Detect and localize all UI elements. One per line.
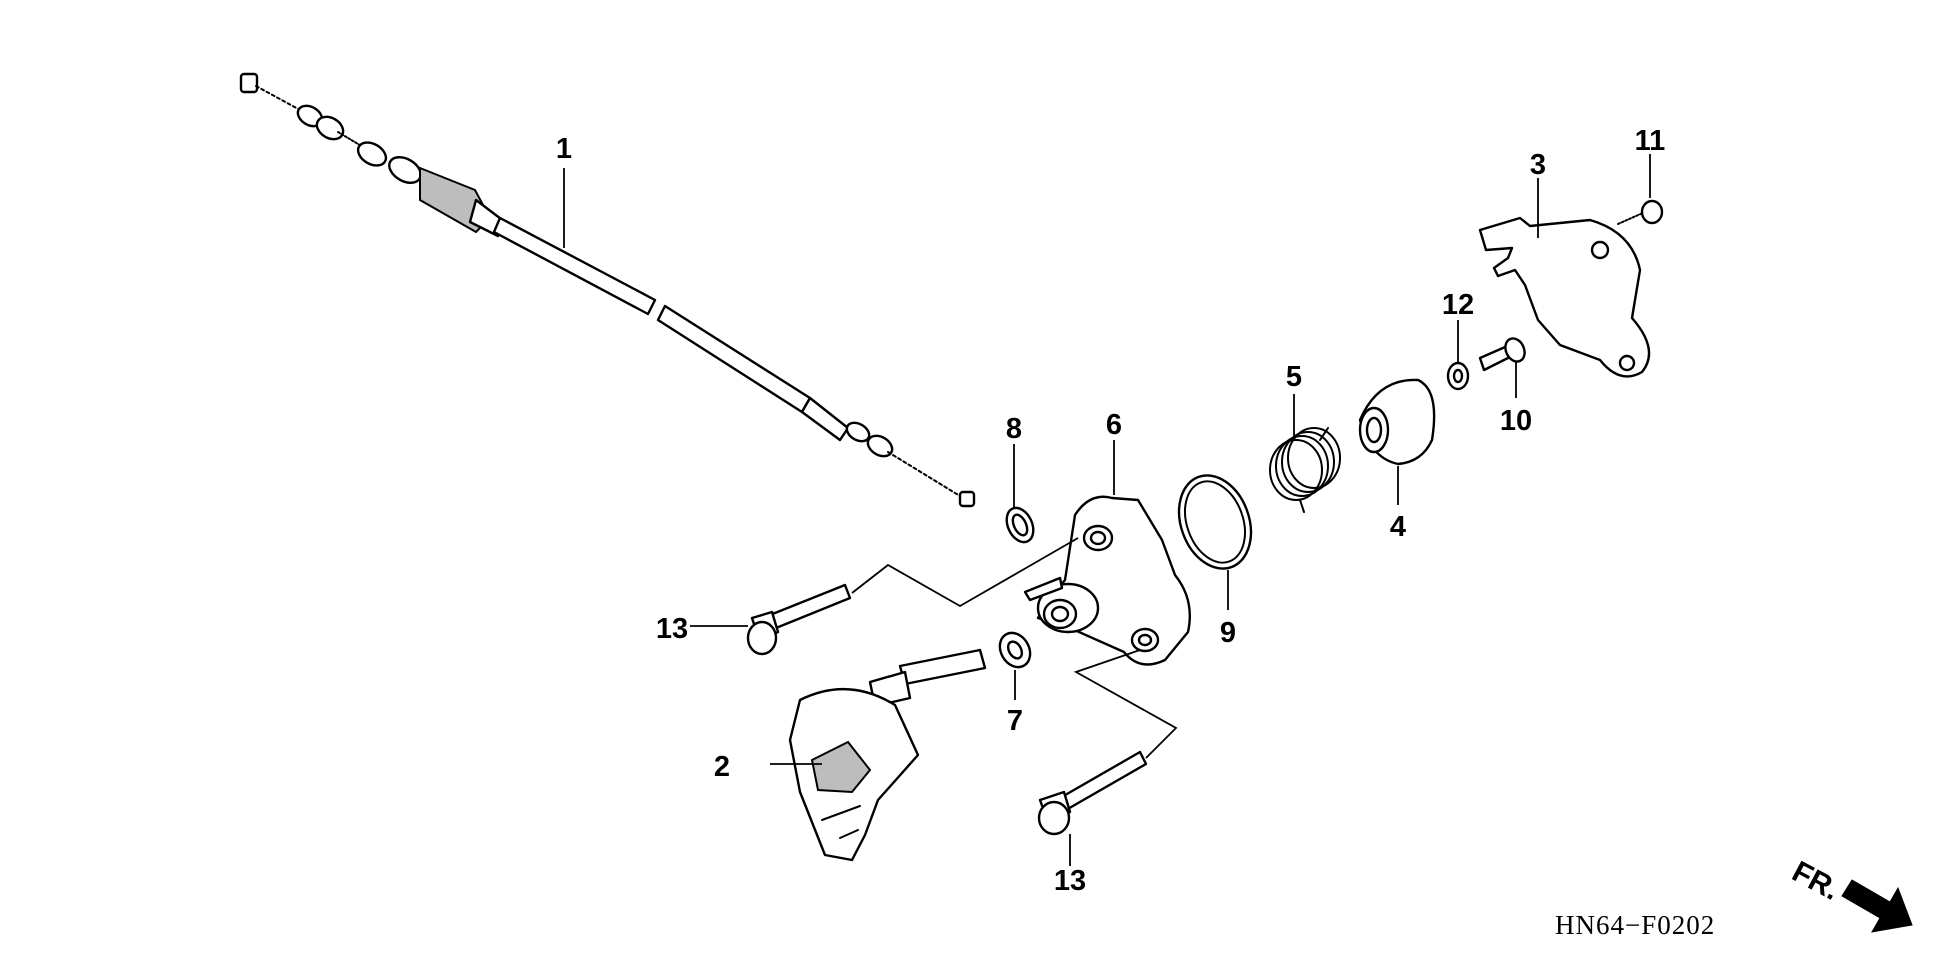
front-label: FR. — [1787, 855, 1845, 907]
washer-7 — [998, 631, 1032, 669]
callout-2: 2 — [714, 751, 730, 783]
callout-5: 5 — [1286, 361, 1302, 393]
collar — [1358, 378, 1436, 466]
callout-6: 6 — [1106, 409, 1122, 441]
leader-lines — [563, 154, 1651, 866]
o-ring — [1177, 474, 1253, 570]
callout-9: 9 — [1220, 617, 1236, 649]
front-arrow-icon — [1841, 879, 1913, 933]
washer-12 — [1446, 361, 1470, 391]
callout-13-upper: 13 — [656, 613, 688, 645]
lever-housing — [1023, 495, 1192, 666]
bracket-plate — [1478, 216, 1651, 378]
callout-8: 8 — [1006, 413, 1022, 445]
bolt-13-lower — [1037, 750, 1148, 836]
callout-4: 4 — [1390, 511, 1406, 543]
return-spring — [1269, 427, 1341, 513]
callout-12: 12 — [1442, 289, 1474, 321]
callout-3: 3 — [1530, 149, 1546, 181]
bolt-10 — [1478, 337, 1526, 372]
callout-11: 11 — [1635, 125, 1666, 157]
drawing-code: HN64−F0202 — [1555, 910, 1715, 940]
screw-11 — [1617, 199, 1664, 225]
callout-10: 10 — [1500, 405, 1532, 437]
callout-13-lower: 13 — [1054, 865, 1086, 897]
callout-7: 7 — [1007, 705, 1023, 737]
callout-1: 1 — [556, 133, 572, 165]
front-direction-indicator: FR. — [1787, 855, 1913, 933]
throttle-cable — [239, 72, 976, 508]
control-lever — [788, 648, 987, 862]
ring-8 — [1005, 506, 1035, 544]
bolt-13-upper — [746, 583, 852, 656]
